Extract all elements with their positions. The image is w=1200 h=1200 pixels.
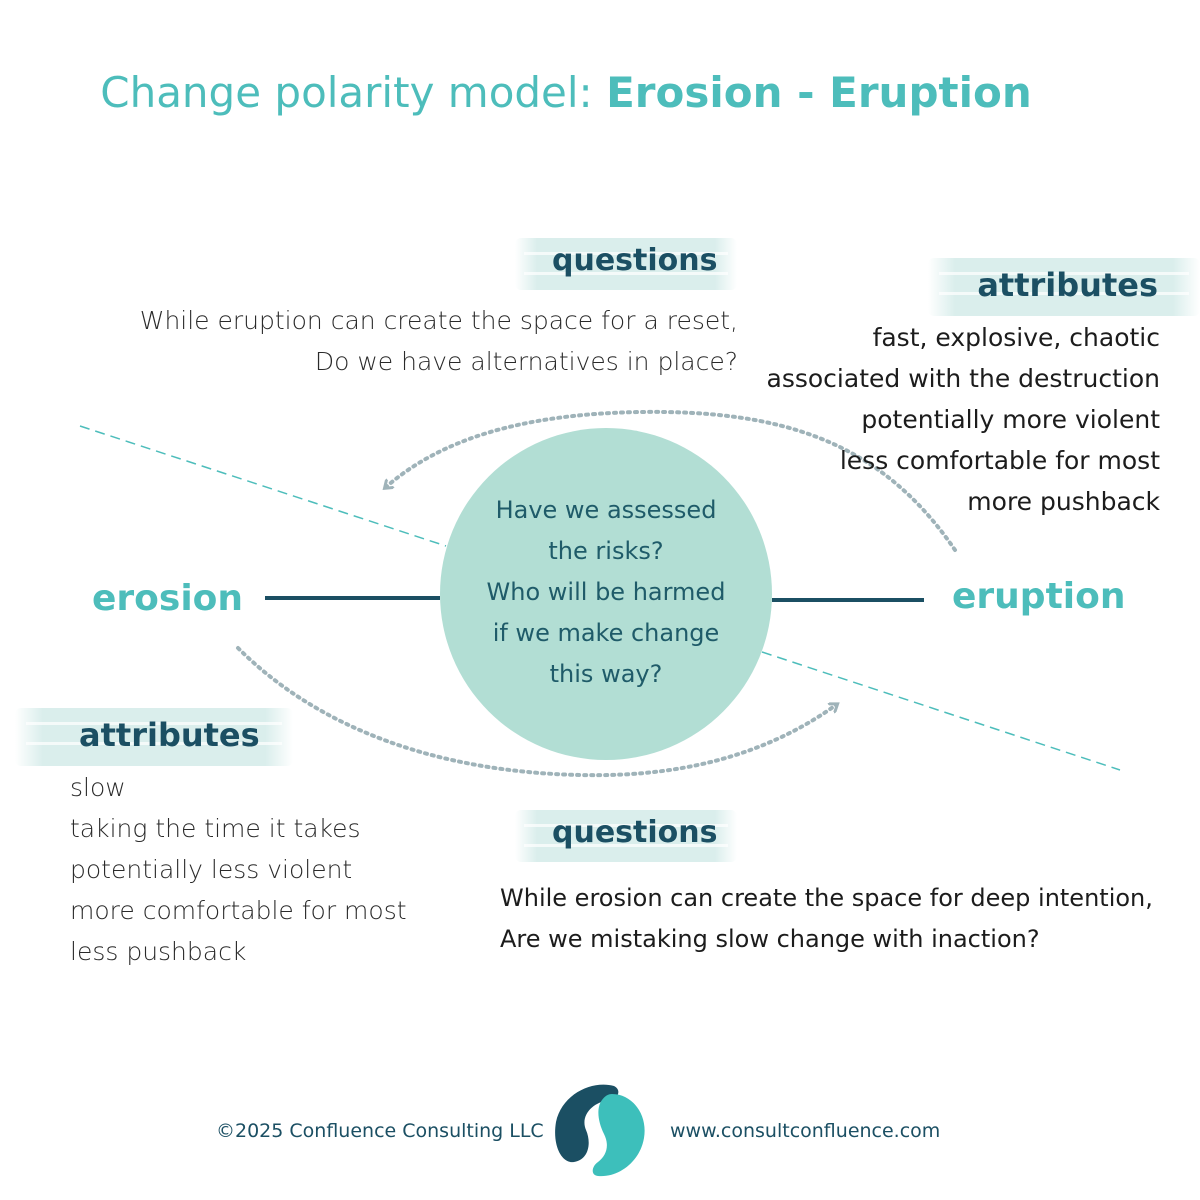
attribute-item: potentially more violent [861, 405, 1160, 434]
diagonal-dashed-line-upper [79, 425, 447, 547]
center-question-line: if we make change [492, 619, 720, 647]
pole-erosion: erosion [92, 578, 244, 619]
attribute-item: more pushback [967, 487, 1160, 516]
questions-bottom-text: While erosion can create the space for d… [500, 878, 1153, 960]
diagonal-dashed-line-lower [761, 651, 1121, 771]
questions-bottom-brush [515, 810, 737, 862]
title-emphasis: Erosion - Eruption [606, 68, 1032, 117]
confluence-logo-icon [555, 1084, 645, 1177]
questions-top-line: Do we have alternatives in place? [314, 347, 738, 376]
questions-bottom-line: While erosion can create the space for d… [500, 884, 1153, 912]
center-question-line: the risks? [548, 537, 664, 565]
attribute-item: taking the time it takes [70, 814, 361, 843]
attribute-item: more comfortable for most [70, 896, 407, 925]
center-question-line: Have we assessed [495, 496, 717, 524]
page-title: Change polarity model: Erosion - Eruptio… [0, 68, 1132, 117]
questions-top-heading: questions [552, 243, 718, 278]
title-prefix: Change polarity model: [100, 68, 607, 117]
center-question-line: Who will be harmed [486, 578, 726, 606]
questions-bottom-line: Are we mistaking slow change with inacti… [500, 925, 1040, 953]
dotted-arrow-top [386, 409, 957, 552]
attribute-item: fast, explosive, chaotic [872, 323, 1160, 352]
questions-top-line: While eruption can create the space for … [139, 306, 738, 335]
center-question: Have we assessed the risks? Who will be … [440, 490, 772, 695]
center-circle [440, 428, 772, 760]
questions-top-text: While eruption can create the space for … [140, 300, 738, 382]
attributes-right-list: fast, explosive, chaotic associated with… [767, 317, 1160, 522]
pole-eruption: eruption [952, 576, 1126, 617]
questions-bottom-heading: questions [552, 815, 718, 850]
attribute-item: associated with the destruction [766, 364, 1160, 393]
center-question-line: this way? [549, 660, 663, 688]
attributes-left-list: slow taking the time it takes potentiall… [70, 767, 407, 972]
attributes-left-brush [15, 708, 293, 766]
attributes-right-heading: attributes [977, 266, 1158, 304]
attribute-item: slow [70, 773, 126, 802]
footer-website[interactable]: www.consultconfluence.com [670, 1120, 941, 1142]
attribute-item: less pushback [70, 937, 247, 966]
footer-copyright: ©2025 Confluence Consulting LLC [216, 1120, 544, 1142]
attribute-item: potentially less violent [70, 855, 353, 884]
dotted-arrow-bottom [236, 646, 836, 778]
attributes-left-heading: attributes [79, 716, 260, 754]
questions-top-brush [515, 238, 737, 290]
attributes-right-brush [928, 258, 1200, 316]
attribute-item: less comfortable for most [839, 446, 1160, 475]
